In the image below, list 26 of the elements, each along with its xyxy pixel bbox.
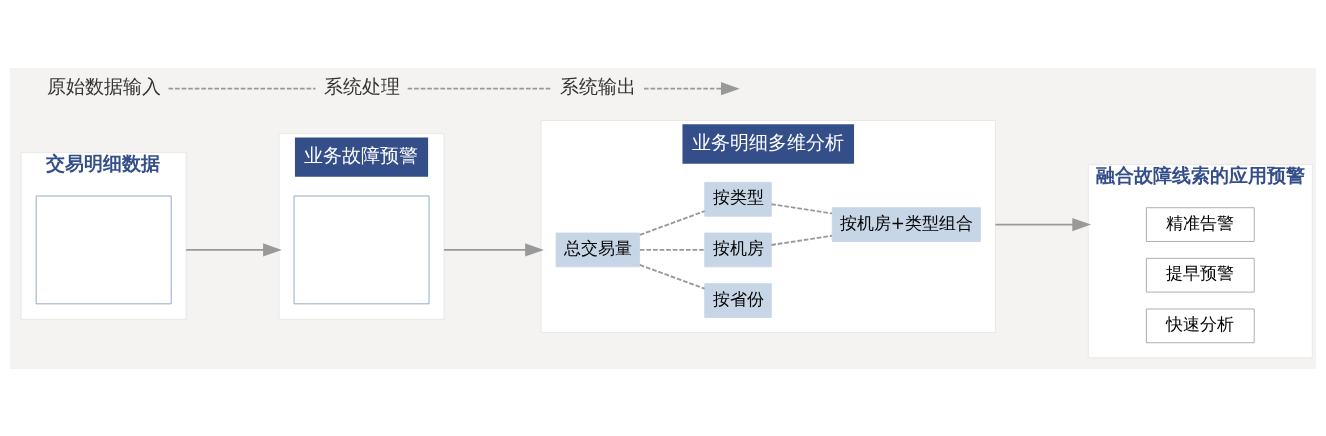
node-text: 原始数据输入 <box>46 75 161 97</box>
connector <box>638 263 706 290</box>
arrow <box>643 81 740 95</box>
connector <box>638 209 706 236</box>
node-box <box>35 195 172 304</box>
node-box: 按类型 <box>704 181 772 217</box>
node-box: 精准告警 <box>1145 206 1255 242</box>
arrow <box>994 217 1092 231</box>
node-text: 系统输出 <box>559 75 636 97</box>
connector <box>638 248 706 251</box>
connector <box>167 87 317 90</box>
node-box: 按机房 <box>704 232 772 267</box>
connector <box>770 202 833 214</box>
arrow <box>443 242 544 256</box>
connector <box>406 87 553 90</box>
node-text: 系统处理 <box>323 75 400 97</box>
node-box: 提早预警 <box>1145 257 1255 293</box>
node-box: 快速分析 <box>1145 308 1255 343</box>
cluster: 业务故障预警 <box>278 132 445 320</box>
cluster: 交易明细数据 <box>20 151 187 320</box>
node-box: 总交易量 <box>555 232 641 267</box>
connector <box>770 234 833 246</box>
node-box: 按省份 <box>704 282 772 318</box>
node-box: 按机房+类型组合 <box>831 206 981 242</box>
node-box <box>293 195 430 304</box>
arrow <box>185 242 282 256</box>
